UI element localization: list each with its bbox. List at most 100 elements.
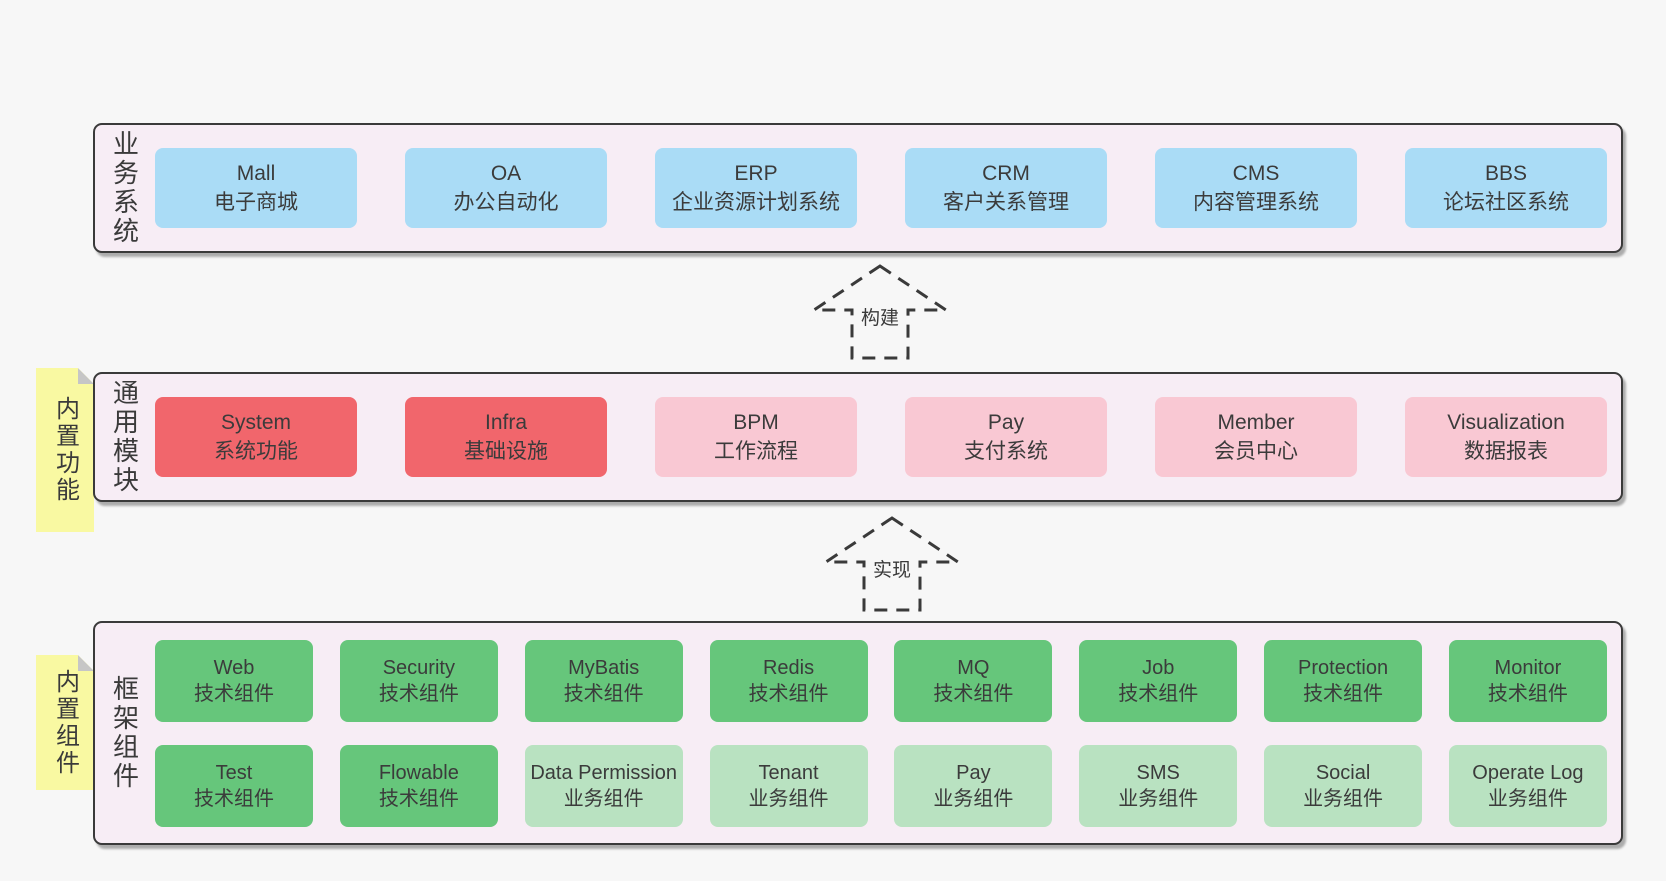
box-subtitle: 业务组件 [563, 787, 644, 810]
box-subtitle: 支付系统 [964, 440, 1048, 463]
box-social: Social 业务组件 [1264, 744, 1423, 827]
box-redis: Redis 技术组件 [709, 639, 868, 722]
box-title: Flowable [378, 761, 459, 784]
sticky-note-builtin-features: 内置功能 [36, 368, 94, 532]
folded-corner-icon [78, 368, 94, 384]
box-bpm: BPM 工作流程 [655, 397, 857, 477]
box-title: Redis [762, 656, 815, 679]
box-subtitle: 数据报表 [1464, 440, 1548, 463]
box-title: Web [213, 656, 255, 679]
box-subtitle: 技术组件 [378, 787, 459, 810]
box-title: Infra [484, 410, 528, 434]
box-title: Member [1217, 410, 1295, 434]
box-subtitle: 技术组件 [748, 682, 829, 705]
box-subtitle: 论坛社区系统 [1443, 191, 1569, 214]
component-row-2: Test 技术组件 Flowable 技术组件 Data Permission … [155, 744, 1607, 827]
box-subtitle: 技术组件 [1487, 682, 1568, 705]
box-monitor: Monitor 技术组件 [1448, 639, 1607, 722]
box-title: Test [215, 761, 253, 784]
arrow-label: 构建 [861, 307, 899, 329]
sticky-note-label: 内置功能 [51, 396, 79, 504]
box-title: CMS [1232, 161, 1280, 185]
box-subtitle: 技术组件 [1118, 682, 1199, 705]
box-title: Protection [1298, 656, 1389, 679]
box-title: Job [1142, 656, 1175, 679]
box-job: Job 技术组件 [1079, 639, 1238, 722]
box-subtitle: 技术组件 [194, 787, 274, 810]
box-web: Web 技术组件 [155, 639, 313, 722]
box-title: Security [382, 656, 455, 679]
box-infra: Infra 基础设施 [405, 397, 607, 477]
box-title: ERP [734, 161, 778, 185]
box-security: Security 技术组件 [339, 639, 498, 722]
box-title: MQ [957, 656, 990, 679]
box-subtitle: 技术组件 [194, 682, 274, 705]
band-label: 业务系统 [109, 130, 140, 246]
box-data-permission: Data Permission 业务组件 [524, 744, 683, 827]
box-title: BPM [733, 410, 779, 434]
box-erp: ERP 企业资源计划系统 [655, 148, 857, 228]
box-subtitle: 技术组件 [1303, 682, 1384, 705]
box-visualization: Visualization 数据报表 [1405, 397, 1607, 477]
box-test: Test 技术组件 [155, 744, 313, 827]
arrow-label: 实现 [873, 559, 911, 581]
box-title: Operate Log [1472, 761, 1584, 784]
box-subtitle: 业务组件 [748, 787, 829, 810]
box-mq: MQ 技术组件 [894, 639, 1053, 722]
box-subtitle: 基础设施 [464, 440, 548, 463]
band-content: Web 技术组件 Security 技术组件 MyBatis 技术组件 Redi… [155, 623, 1621, 843]
folded-corner-icon [78, 655, 94, 671]
sticky-note-builtin-components: 内置组件 [36, 655, 94, 790]
box-title: Mall [236, 161, 276, 185]
box-subtitle: 工作流程 [714, 440, 798, 463]
box-cms: CMS 内容管理系统 [1155, 148, 1357, 228]
box-oa: OA 办公自动化 [405, 148, 607, 228]
box-mybatis: MyBatis 技术组件 [524, 639, 683, 722]
arrow-label-backdrop [866, 556, 918, 582]
box-subtitle: 技术组件 [378, 682, 459, 705]
band-common-modules: 通用模块 System 系统功能 Infra 基础设施 BPM 工作流程 Pay… [93, 372, 1623, 502]
box-subtitle: 内容管理系统 [1193, 191, 1319, 214]
band-content: System 系统功能 Infra 基础设施 BPM 工作流程 Pay 支付系统… [155, 374, 1621, 500]
box-subtitle: 业务组件 [1303, 787, 1384, 810]
box-operate-log: Operate Log 业务组件 [1448, 744, 1607, 827]
box-subtitle: 业务组件 [1118, 787, 1199, 810]
box-flowable: Flowable 技术组件 [339, 744, 498, 827]
box-protection: Protection 技术组件 [1264, 639, 1423, 722]
box-bbs: BBS 论坛社区系统 [1405, 148, 1607, 228]
box-title: OA [490, 161, 522, 185]
box-pay-component: Pay 业务组件 [894, 744, 1053, 827]
arrow-label-backdrop [854, 304, 906, 330]
band-business-systems: 业务系统 Mall 电子商城 OA 办公自动化 ERP 企业资源计划系统 CRM… [93, 123, 1623, 253]
box-tenant: Tenant 业务组件 [709, 744, 868, 827]
box-subtitle: 办公自动化 [453, 191, 559, 214]
box-mall: Mall 电子商城 [155, 148, 357, 228]
box-title: SMS [1136, 761, 1180, 784]
box-subtitle: 企业资源计划系统 [672, 191, 840, 214]
band-label: 框架组件 [109, 675, 140, 791]
box-sms: SMS 业务组件 [1079, 744, 1238, 827]
band-content: Mall 电子商城 OA 办公自动化 ERP 企业资源计划系统 CRM 客户关系… [155, 125, 1621, 251]
sticky-note-label: 内置组件 [51, 668, 79, 777]
box-title: MyBatis [568, 656, 640, 679]
box-subtitle: 客户关系管理 [943, 191, 1069, 214]
box-subtitle: 电子商城 [214, 191, 298, 214]
box-title: Data Permission [530, 761, 678, 784]
box-title: Pay [956, 761, 991, 784]
band-label: 通用模块 [109, 379, 140, 495]
box-subtitle: 业务组件 [933, 787, 1014, 810]
component-row-1: Web 技术组件 Security 技术组件 MyBatis 技术组件 Redi… [155, 639, 1607, 722]
box-title: Visualization [1447, 410, 1565, 434]
box-subtitle: 技术组件 [933, 682, 1014, 705]
box-title: Tenant [758, 761, 819, 784]
box-title: CRM [982, 161, 1030, 185]
box-member: Member 会员中心 [1155, 397, 1357, 477]
arrow-up-build-icon: 构建 [810, 264, 950, 360]
box-title: Social [1315, 761, 1371, 784]
box-title: Pay [987, 410, 1025, 434]
box-subtitle: 技术组件 [563, 682, 644, 705]
box-subtitle: 会员中心 [1214, 440, 1298, 463]
band-framework-components: 框架组件 Web 技术组件 Security 技术组件 MyBatis 技术组件… [93, 621, 1623, 845]
box-crm: CRM 客户关系管理 [905, 148, 1107, 228]
box-title: System [220, 410, 291, 434]
